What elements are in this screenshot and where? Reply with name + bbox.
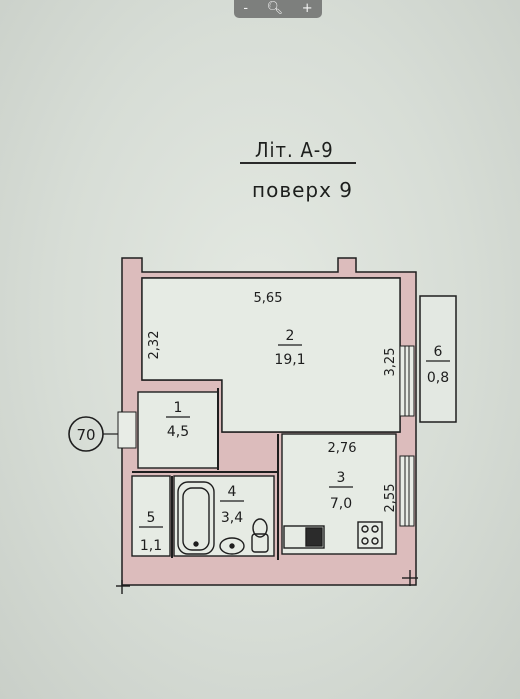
corner-marks	[116, 570, 418, 594]
building-letter-label: Літ. А-9	[255, 138, 334, 162]
dim-room3-height: 2,55	[383, 484, 398, 513]
room-1-number: 1	[174, 400, 183, 416]
room-5-area	[131, 475, 171, 557]
dim-room3-width: 2,76	[328, 441, 357, 456]
title-underline	[240, 162, 356, 164]
kitchen-sink-icon	[283, 525, 325, 549]
dim-room2-height: 2,32	[147, 331, 162, 360]
room-2-number: 2	[286, 328, 295, 344]
room-1-area	[137, 391, 219, 469]
room-5-number: 5	[147, 510, 156, 526]
room-5-area: 1,1	[140, 538, 162, 554]
room-3-number: 3	[337, 470, 346, 486]
room-6-area: 0,8	[427, 370, 449, 386]
stove-icon	[357, 521, 383, 549]
door-entrance	[117, 411, 137, 449]
room-3-area: 7,0	[330, 496, 352, 512]
windows	[117, 345, 415, 527]
room-6-number: 6	[434, 344, 443, 360]
room-2-area: 19,1	[274, 352, 305, 368]
floor-label: поверх 9	[252, 178, 354, 202]
toilet-icon	[251, 518, 269, 553]
zoom-toolbar: - 🔍︎ +	[234, 0, 322, 18]
room-4-area	[173, 475, 275, 557]
room-6-balcony	[419, 295, 457, 423]
dim-room2-right: 3,25	[383, 348, 398, 377]
sink-icon	[219, 537, 245, 555]
room-1-area: 4,5	[167, 424, 189, 440]
magnifier-icon[interactable]: 🔍︎	[266, 1, 284, 16]
zoom-out-button[interactable]: -	[243, 1, 249, 16]
bathtub-icon	[177, 481, 215, 555]
window-room2	[399, 345, 415, 417]
zoom-in-button[interactable]: +	[301, 1, 313, 16]
window-room3	[399, 455, 415, 527]
partitions	[132, 388, 279, 560]
room-4-number: 4	[228, 484, 237, 500]
room-4-area: 3,4	[221, 510, 243, 526]
apartment-number: 70	[76, 426, 95, 444]
dim-room2-width: 5,65	[254, 291, 283, 306]
room-2-area	[141, 277, 401, 433]
